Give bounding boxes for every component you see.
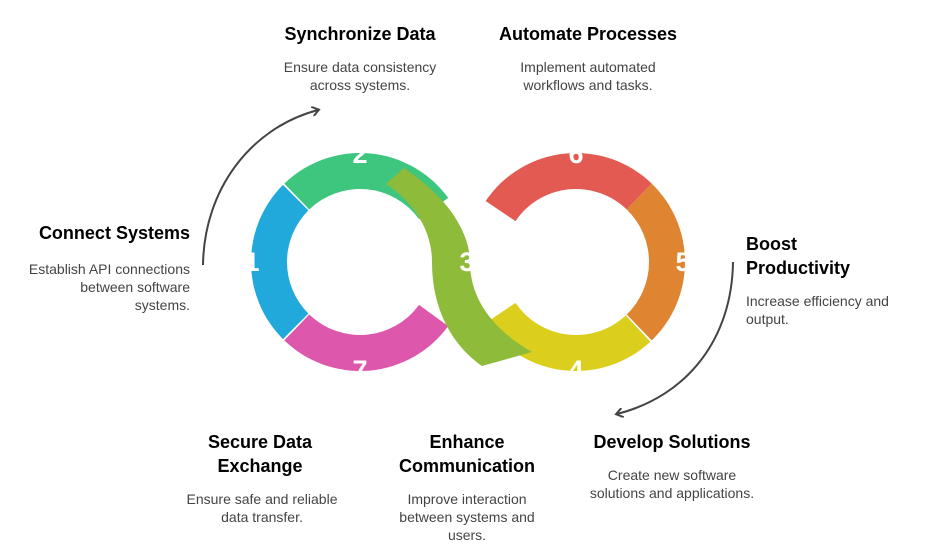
flow-arrow-right (617, 261, 734, 414)
segment-1 (251, 184, 309, 340)
step-number-7: 7 (352, 355, 367, 385)
segment-7 (284, 304, 449, 372)
step-title-7: Secure Data Exchange (207, 432, 313, 476)
step-desc-5: Increase efficiency and output. (746, 293, 889, 327)
step-title-6: Automate Processes (498, 24, 678, 44)
segment-6 (485, 152, 652, 222)
step-desc-4: Create new software solutions and applic… (589, 467, 755, 501)
step-title-5: Boost Productivity (746, 234, 851, 278)
step-desc-7: Ensure safe and reliable data transfer. (186, 491, 338, 525)
step-title-4: Develop Solutions (593, 432, 751, 452)
step-desc-6: Implement automated workflows and tasks. (520, 59, 656, 93)
segment-2 (284, 152, 449, 220)
step-desc-3: Improve interaction between systems and … (399, 491, 535, 543)
step-desc-2: Ensure data consistency across systems. (283, 59, 437, 93)
step-number-1: 1 (244, 247, 259, 277)
flow-arrow-left (202, 110, 318, 266)
segment-3 (386, 168, 532, 366)
step-title-1: Connect Systems (38, 223, 190, 243)
step-title-2: Synchronize Data (284, 24, 436, 44)
segment-4 (485, 302, 651, 372)
step-number-2: 2 (352, 139, 367, 169)
step-number-4: 4 (568, 355, 583, 385)
step-number-6: 6 (568, 139, 583, 169)
segment-5 (626, 183, 686, 341)
step-desc-1: Establish API connections between softwa… (28, 261, 190, 313)
step-title-3: Enhance Communication (398, 432, 535, 476)
step-number-3: 3 (459, 247, 474, 277)
step-number-5: 5 (675, 247, 690, 277)
